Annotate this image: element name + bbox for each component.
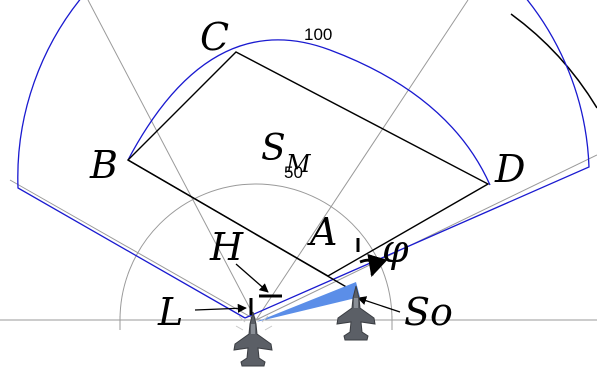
- phi-angle-arc: [359, 253, 388, 278]
- label-a: A: [307, 210, 337, 254]
- label-l: L: [157, 290, 183, 334]
- label-d: D: [494, 147, 525, 191]
- sensor-wedge: [256, 282, 360, 322]
- label-b: B: [89, 143, 118, 187]
- inner-sector-arc-right: [329, 49, 491, 186]
- outer-range-arc: [510, 13, 597, 109]
- line-b-to-so: [127, 159, 356, 293]
- label-so: So: [404, 290, 453, 334]
- label-s-subscript: M: [285, 150, 312, 178]
- attack-sector: [17, 0, 590, 319]
- label-h: H: [209, 225, 244, 269]
- label-c: C: [200, 15, 229, 59]
- inner-sector-arc: [127, 39, 331, 161]
- scale-50: 50: [284, 163, 303, 182]
- l-arrow: [194, 303, 247, 313]
- h-arrow: [235, 263, 269, 293]
- jet-glow: [235, 315, 273, 331]
- label-phi: φ: [382, 227, 409, 271]
- scale-100: 100: [304, 25, 332, 44]
- so-arrow: [357, 296, 401, 313]
- radial-grid: [9, 0, 597, 321]
- label-s: S: [261, 128, 286, 169]
